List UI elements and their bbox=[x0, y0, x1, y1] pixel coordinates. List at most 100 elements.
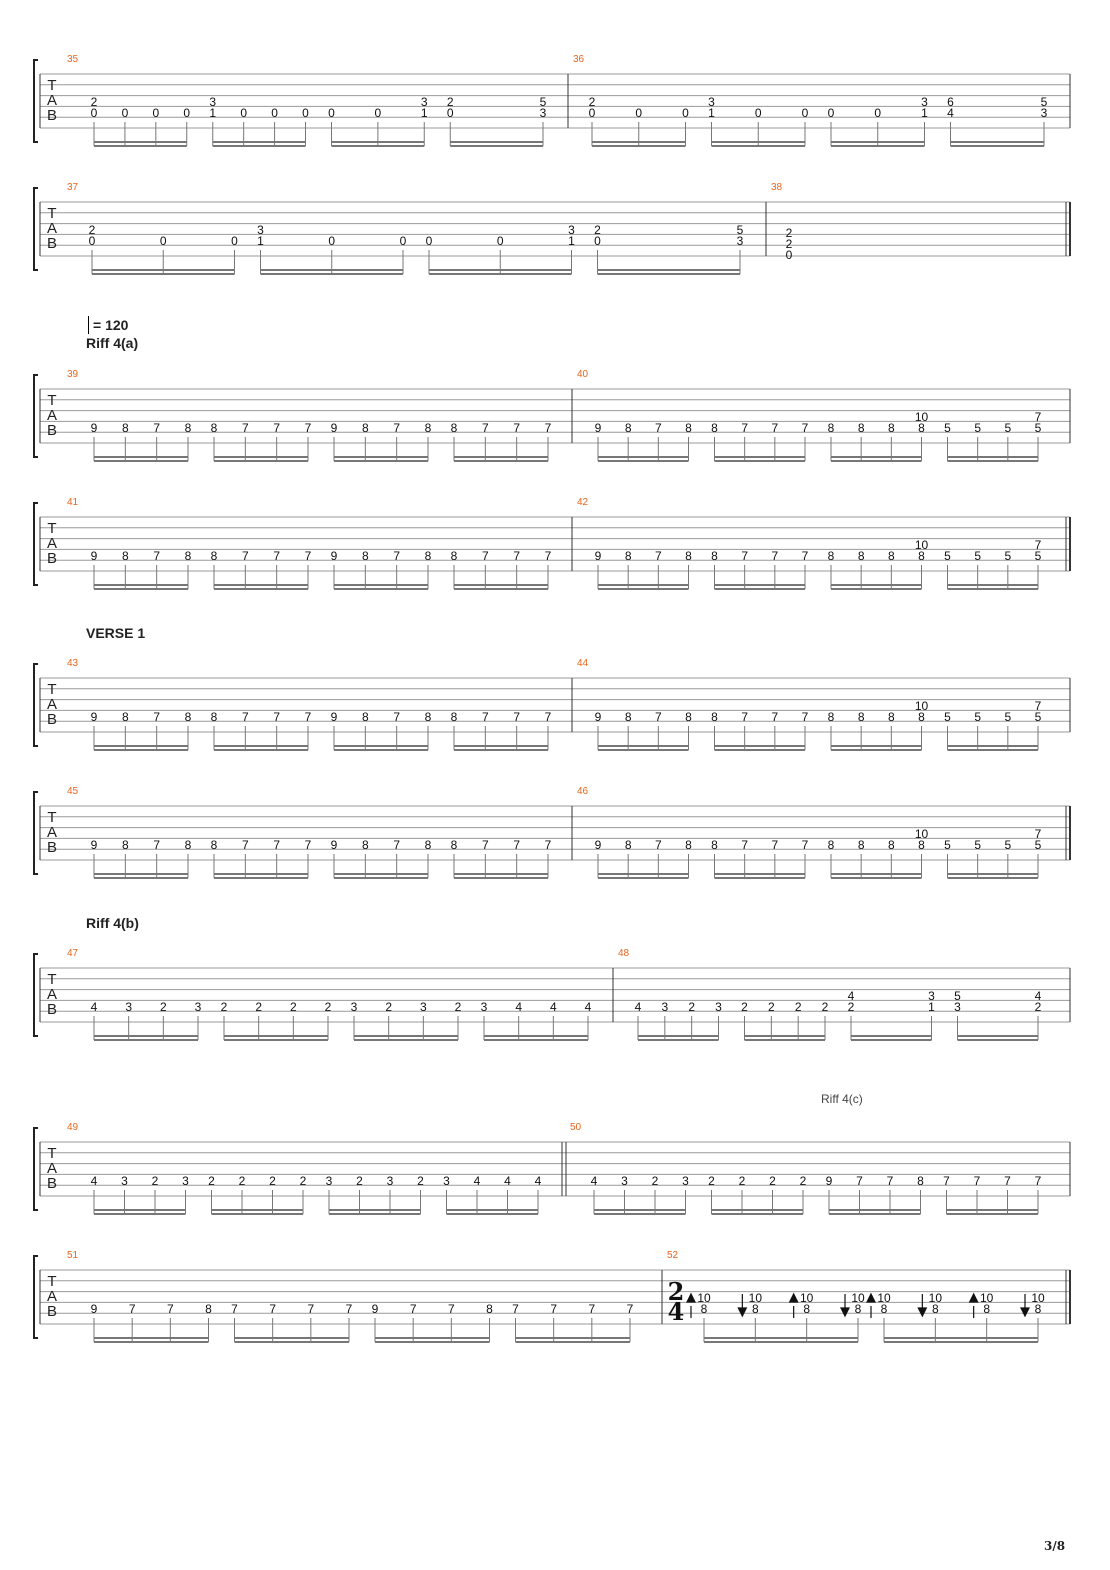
fret-number: 7 bbox=[242, 549, 249, 563]
fret-number: 8 bbox=[185, 838, 192, 852]
fret-number: 8 bbox=[486, 1302, 493, 1316]
fret-number: 8 bbox=[888, 710, 895, 724]
fret-number: 0 bbox=[122, 106, 129, 120]
fret-number: 3 bbox=[421, 95, 428, 109]
fret-number: 0 bbox=[91, 106, 98, 120]
fret-number: 7 bbox=[771, 421, 778, 435]
fret-number: 5 bbox=[1035, 421, 1042, 435]
fret-number: 4 bbox=[515, 1000, 522, 1014]
fret-number: 7 bbox=[513, 421, 520, 435]
fret-number: 3 bbox=[481, 1000, 488, 1014]
fret-number: 9 bbox=[595, 549, 602, 563]
fret-number: 7 bbox=[153, 838, 160, 852]
measure-number: 40 bbox=[577, 369, 589, 380]
fret-number: 3 bbox=[921, 95, 928, 109]
system-brace bbox=[33, 187, 38, 271]
fret-number: 10 bbox=[915, 827, 929, 841]
fret-number: 7 bbox=[513, 549, 520, 563]
fret-number: 4 bbox=[1035, 989, 1042, 1003]
fret-number: 8 bbox=[888, 421, 895, 435]
fret-number: 1 bbox=[928, 1000, 935, 1014]
fret-number: 2 bbox=[741, 1000, 748, 1014]
measure-number: 50 bbox=[570, 1122, 582, 1133]
fret-number: 8 bbox=[625, 710, 632, 724]
system-brace bbox=[33, 502, 38, 586]
fret-number: 2 bbox=[239, 1174, 246, 1188]
measure-number: 38 bbox=[771, 182, 783, 193]
fret-number: 3 bbox=[737, 234, 744, 248]
fret-number: 4 bbox=[550, 1000, 557, 1014]
system-brace bbox=[33, 663, 38, 747]
fret-number: 0 bbox=[786, 248, 793, 262]
tab-clef-letter: A bbox=[47, 535, 57, 552]
fret-number: 7 bbox=[655, 710, 662, 724]
system-brace bbox=[33, 1127, 38, 1211]
fret-number: 3 bbox=[568, 223, 575, 237]
pickstroke-down-icon bbox=[737, 1294, 748, 1318]
fret-number: 7 bbox=[393, 710, 400, 724]
tab-clef-letter: T bbox=[47, 809, 56, 826]
fret-number: 5 bbox=[1004, 549, 1011, 563]
fret-number: 7 bbox=[771, 838, 778, 852]
fret-number: 0 bbox=[828, 106, 835, 120]
measure-number: 52 bbox=[667, 1250, 679, 1261]
fret-number: 8 bbox=[625, 421, 632, 435]
fret-number: 10 bbox=[980, 1291, 994, 1305]
fret-number: 7 bbox=[655, 549, 662, 563]
fret-number: 1 bbox=[568, 234, 575, 248]
measure-number: 47 bbox=[67, 948, 79, 959]
fret-number: 2 bbox=[594, 223, 601, 237]
fret-number: 8 bbox=[932, 1302, 939, 1316]
fret-number: 0 bbox=[594, 234, 601, 248]
fret-number: 7 bbox=[1035, 410, 1042, 424]
fret-number: 8 bbox=[917, 1174, 924, 1188]
fret-number: 3 bbox=[121, 1174, 128, 1188]
measure-number: 36 bbox=[573, 54, 585, 65]
fret-number: 0 bbox=[497, 234, 504, 248]
fret-number: 5 bbox=[944, 838, 951, 852]
fret-number: 2 bbox=[739, 1174, 746, 1188]
fret-number: 2 bbox=[208, 1174, 215, 1188]
fret-number: 5 bbox=[974, 549, 981, 563]
fret-number: 7 bbox=[167, 1302, 174, 1316]
fret-number: 7 bbox=[153, 710, 160, 724]
fret-number: 0 bbox=[426, 234, 433, 248]
fret-number: 7 bbox=[1035, 827, 1042, 841]
fret-number: 7 bbox=[242, 710, 249, 724]
fret-number: 7 bbox=[545, 710, 552, 724]
fret-number: 7 bbox=[512, 1302, 519, 1316]
fret-number: 8 bbox=[451, 838, 458, 852]
fret-number: 0 bbox=[447, 106, 454, 120]
fret-number: 7 bbox=[231, 1302, 238, 1316]
fret-number: 8 bbox=[855, 1302, 862, 1316]
fret-number: 2 bbox=[708, 1174, 715, 1188]
fret-number: 0 bbox=[375, 106, 382, 120]
measure-number: 46 bbox=[577, 786, 589, 797]
fret-number: 9 bbox=[91, 710, 98, 724]
measure-number: 37 bbox=[67, 182, 79, 193]
fret-number: 4 bbox=[848, 989, 855, 1003]
fret-number: 0 bbox=[152, 106, 159, 120]
fret-number: 0 bbox=[302, 106, 309, 120]
fret-number: 4 bbox=[504, 1174, 511, 1188]
fret-number: 4 bbox=[585, 1000, 592, 1014]
fret-number: 8 bbox=[858, 710, 865, 724]
fret-number: 2 bbox=[356, 1174, 363, 1188]
fret-number: 7 bbox=[856, 1174, 863, 1188]
tempo-marking: = 120 bbox=[88, 316, 128, 334]
measure-number: 41 bbox=[67, 497, 79, 508]
fret-number: 8 bbox=[685, 549, 692, 563]
fret-number: 8 bbox=[625, 838, 632, 852]
fret-number: 4 bbox=[535, 1174, 542, 1188]
fret-number: 8 bbox=[122, 549, 129, 563]
fret-number: 7 bbox=[550, 1302, 557, 1316]
measure-number: 45 bbox=[67, 786, 79, 797]
tab-clef-letter: B bbox=[47, 711, 57, 728]
fret-number: 8 bbox=[425, 549, 432, 563]
fret-number: 0 bbox=[240, 106, 247, 120]
fret-number: 9 bbox=[91, 838, 98, 852]
tab-clef-letter: A bbox=[47, 986, 57, 1003]
fret-number: 3 bbox=[708, 95, 715, 109]
fret-number: 1 bbox=[209, 106, 216, 120]
fret-number: 8 bbox=[425, 710, 432, 724]
